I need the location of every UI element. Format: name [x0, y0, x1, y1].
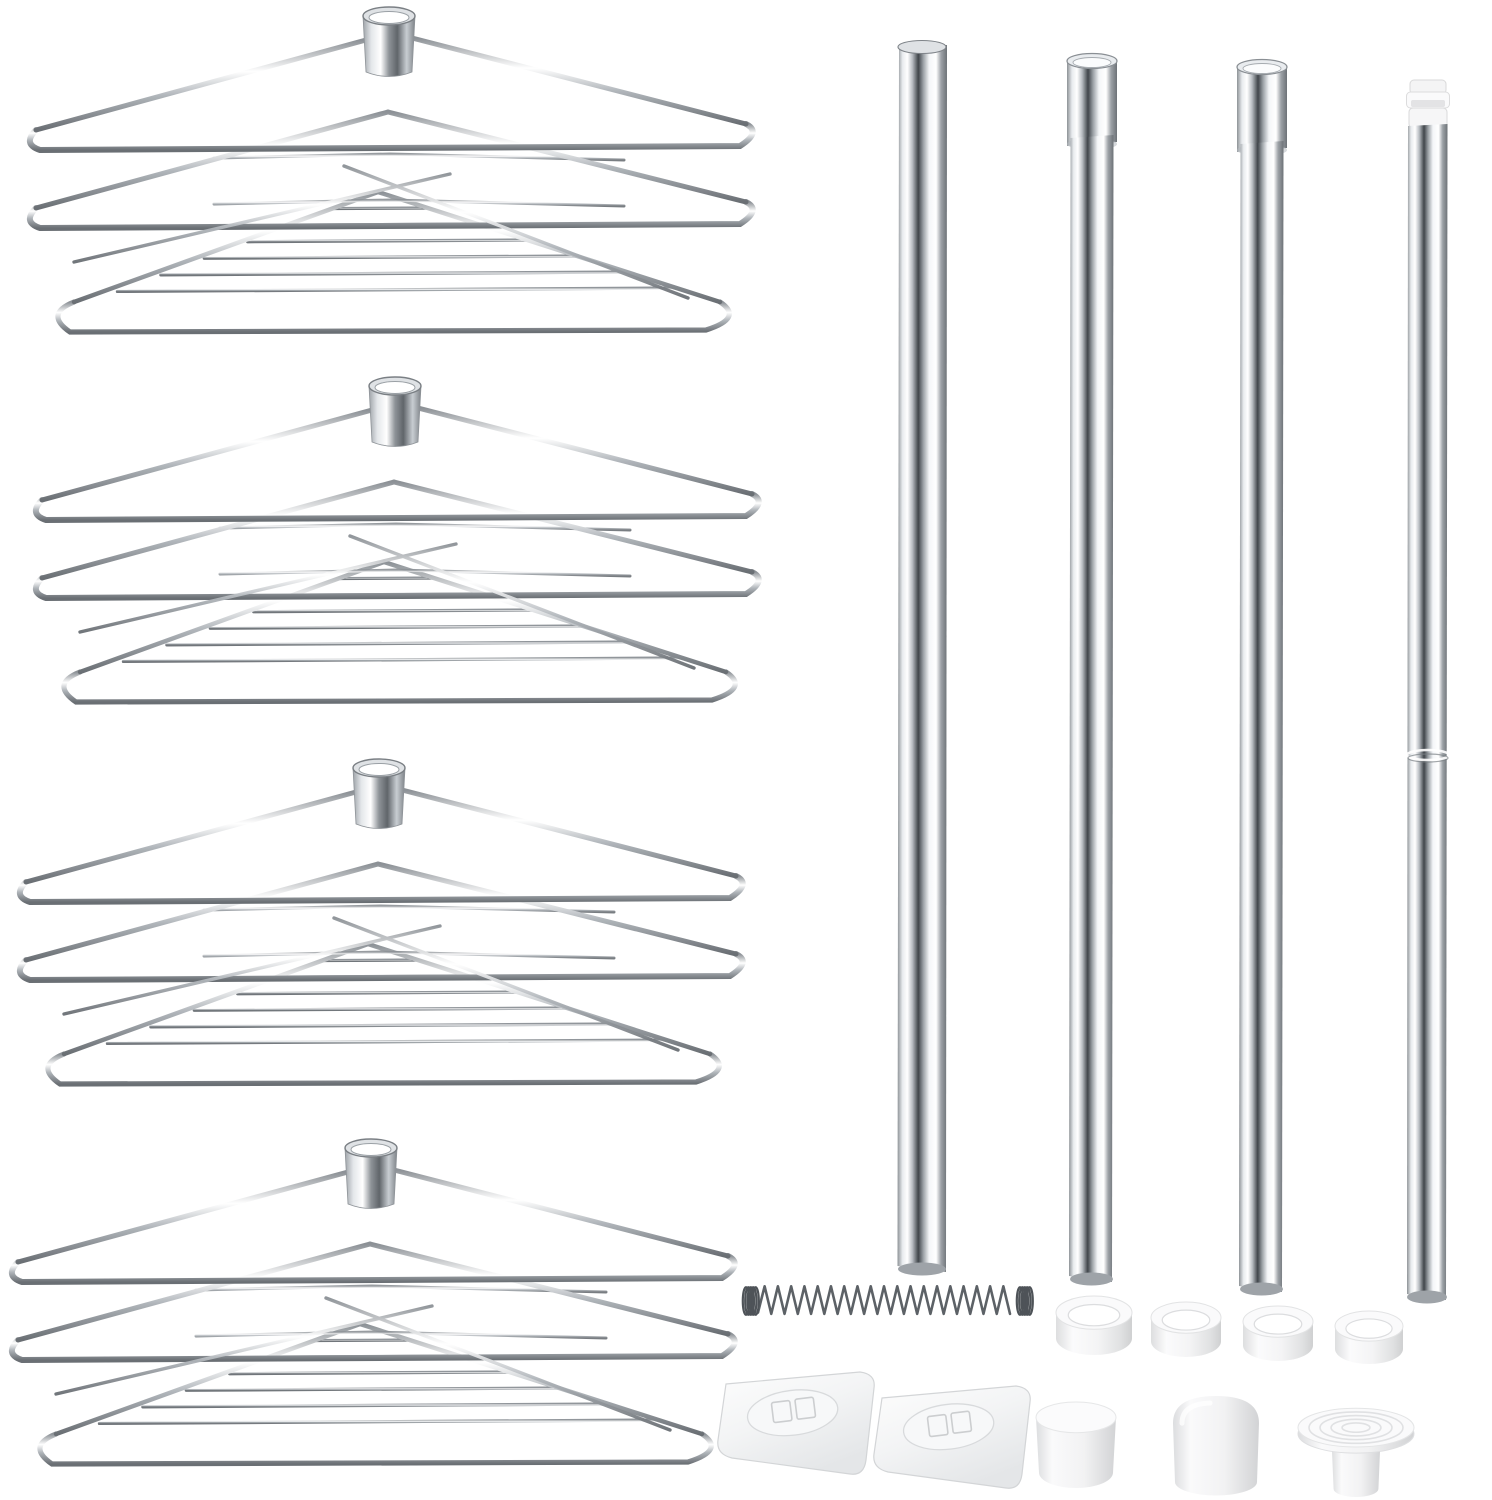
pole-segment-socket-a — [1066, 52, 1118, 1286]
flat-end-cap — [1034, 1398, 1118, 1494]
plastic-spacer-ring-4 — [1334, 1309, 1404, 1367]
corner-basket-3 — [8, 758, 753, 1087]
pole-collar-socket — [352, 758, 406, 829]
pole-segment-telescopic — [1405, 78, 1451, 1304]
pole-segment-plain — [897, 39, 947, 1276]
adhesive-wall-pad-1 — [712, 1368, 880, 1480]
corner-basket-4 — [0, 1138, 745, 1467]
ribbed-foot-pad — [1295, 1397, 1417, 1499]
plastic-spacer-ring-1 — [1055, 1294, 1133, 1358]
domed-end-cap — [1170, 1392, 1262, 1496]
corner-basket-1 — [18, 6, 763, 335]
pole-collar-socket — [344, 1138, 398, 1209]
adhesive-wall-pad-2 — [868, 1382, 1036, 1494]
corner-basket-2 — [24, 376, 769, 705]
tension-spring — [736, 1278, 1034, 1324]
pole-segment-socket-b — [1236, 58, 1288, 1296]
plastic-spacer-ring-3 — [1242, 1304, 1314, 1364]
pole-collar-socket — [368, 376, 422, 447]
pole-collar-socket — [362, 6, 416, 77]
plastic-spacer-ring-2 — [1150, 1300, 1222, 1360]
